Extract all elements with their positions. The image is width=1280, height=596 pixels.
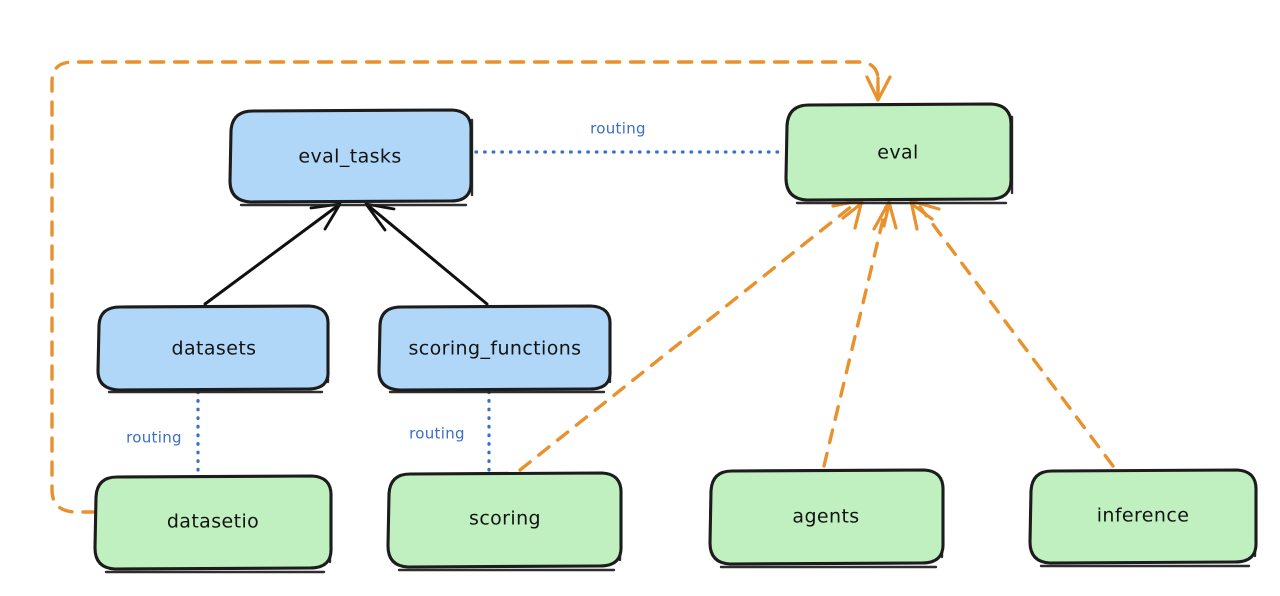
edge-scoring-functions-eval-tasks bbox=[364, 202, 489, 306]
edge-agents-eval bbox=[822, 200, 898, 468]
node-label-eval: eval bbox=[877, 142, 918, 164]
edge-inference-eval bbox=[909, 199, 1115, 468]
edge-datasets-eval-tasks bbox=[203, 202, 342, 306]
node-label-scoring: scoring bbox=[469, 508, 541, 530]
node-scoring-functions[interactable]: scoring_functions bbox=[377, 304, 612, 394]
node-datasetio[interactable]: datasetio bbox=[93, 474, 333, 574]
node-agents[interactable]: agents bbox=[708, 468, 945, 569]
node-label-eval-tasks: eval_tasks bbox=[298, 146, 401, 168]
node-label-inference: inference bbox=[1097, 505, 1190, 527]
node-eval[interactable]: eval bbox=[784, 102, 1014, 205]
edge-label-routing-datasets: routing bbox=[126, 429, 182, 447]
node-label-scoring-functions: scoring_functions bbox=[409, 338, 582, 360]
node-inference[interactable]: inference bbox=[1028, 468, 1258, 568]
node-label-datasets: datasets bbox=[172, 338, 257, 360]
node-datasets[interactable]: datasets bbox=[96, 304, 330, 394]
node-label-datasetio: datasetio bbox=[167, 511, 259, 533]
edge-datasetio-eval bbox=[50, 60, 892, 514]
edge-label-routing-scoring-functions: routing bbox=[409, 425, 465, 443]
edge-label-routing-eval-tasks: routing bbox=[590, 120, 646, 138]
node-eval-tasks[interactable]: eval_tasks bbox=[228, 108, 474, 207]
node-scoring[interactable]: scoring bbox=[386, 471, 623, 572]
node-label-agents: agents bbox=[792, 506, 859, 528]
